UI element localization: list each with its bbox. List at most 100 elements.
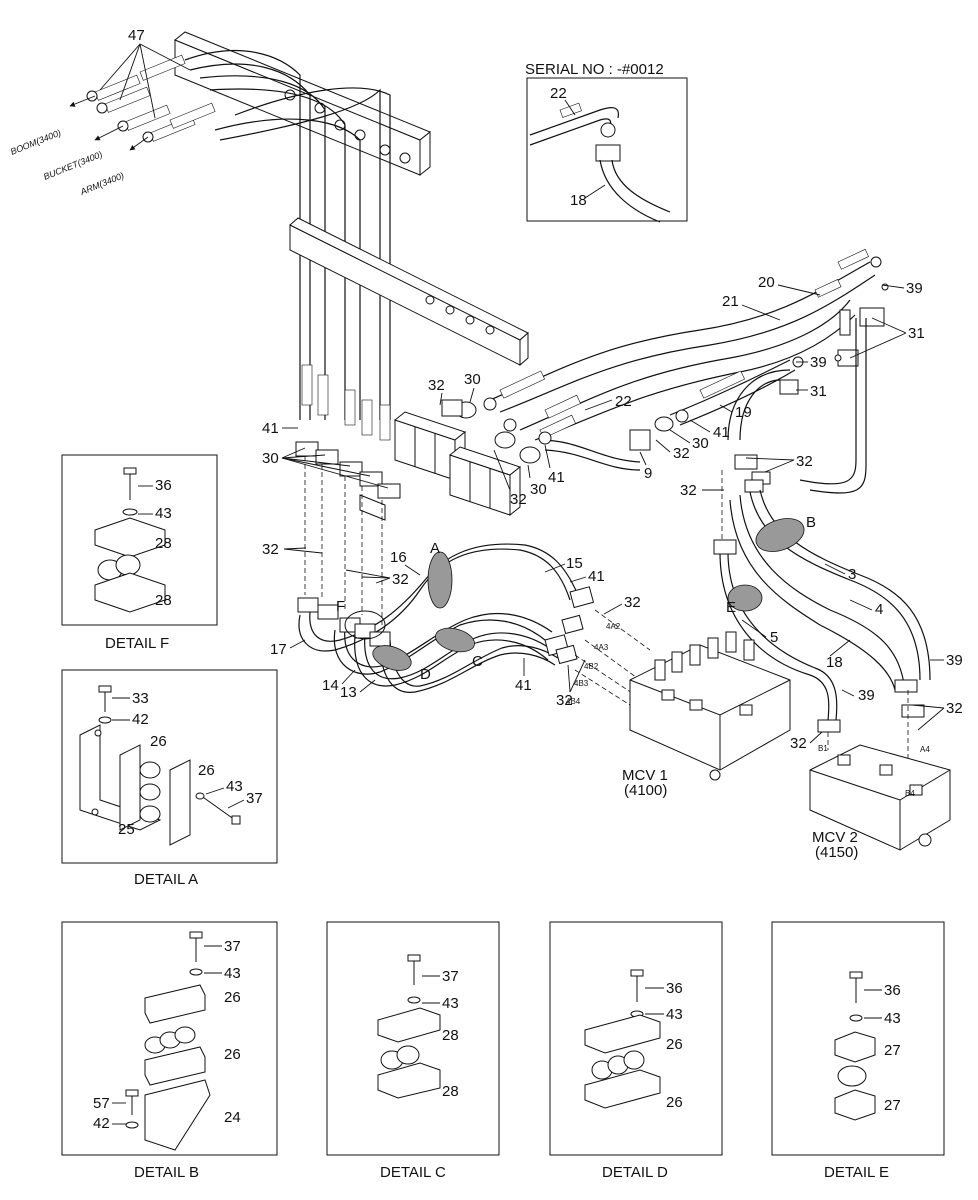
- detail-c-label-37: 37: [442, 968, 459, 985]
- detail-b: 37 43 26 26 57 42 24 DETAIL B: [61, 921, 278, 1181]
- boom-pipe-bundle: [86, 31, 529, 441]
- callout-41e: 41: [515, 677, 532, 694]
- port-B4: B4: [905, 789, 915, 798]
- detail-f-label-28a: 28: [155, 535, 172, 552]
- port-A4: A4: [920, 745, 930, 754]
- port-4B4: 4B4: [566, 697, 581, 706]
- valve-blocks: [295, 411, 909, 760]
- callout-32g: 32: [392, 571, 409, 588]
- callout-D: D: [420, 666, 431, 683]
- detail-a-label-25: 25: [118, 821, 135, 838]
- callout-15: 15: [566, 555, 583, 572]
- detail-e: 36 43 27 27 DETAIL E: [771, 921, 945, 1181]
- callout-B: B: [806, 514, 816, 531]
- main-pipes: [441, 248, 931, 733]
- detail-a-label-43: 43: [226, 778, 243, 795]
- output-boom: BOOM(3400): [9, 128, 62, 157]
- callout-4: 4: [875, 601, 883, 618]
- detail-a-label-37: 37: [246, 790, 263, 807]
- detail-f-caption: DETAIL F: [105, 635, 169, 652]
- detail-a-label-33: 33: [132, 690, 149, 707]
- callout-9: 9: [644, 465, 652, 482]
- callout-32f: 32: [262, 541, 279, 558]
- detail-a: 33 42 26 26 43 37 25 DETAIL A: [61, 669, 278, 888]
- callouts: 20 39 21 31 39 31 32 30 22 19 41 30 32 4…: [262, 274, 963, 752]
- detail-d: 36 43 26 26 DETAIL D: [549, 921, 723, 1181]
- callout-16: 16: [390, 549, 407, 566]
- detail-d-label-26b: 26: [666, 1094, 683, 1111]
- detail-c-label-28a: 28: [442, 1027, 459, 1044]
- detail-a-label-26b: 26: [198, 762, 215, 779]
- callout-32a: 32: [428, 377, 445, 394]
- detail-b-label-26b: 26: [224, 1046, 241, 1063]
- callout-41b: 41: [262, 420, 279, 437]
- callout-E: E: [726, 599, 736, 616]
- callout-3: 3: [848, 566, 856, 583]
- callout-32h: 32: [624, 594, 641, 611]
- callout-F: F: [336, 598, 345, 615]
- callout-19: 19: [735, 404, 752, 421]
- callout-39b: 39: [810, 354, 827, 371]
- callout-30c: 30: [262, 450, 279, 467]
- callout-17: 17: [270, 641, 287, 658]
- output-bucket: BUCKET(3400): [42, 149, 104, 182]
- detail-b-label-42: 42: [93, 1115, 110, 1132]
- detail-b-caption: DETAIL B: [134, 1164, 199, 1181]
- callout-30a: 30: [464, 371, 481, 388]
- detail-c: 37 43 28 28 DETAIL C: [326, 921, 500, 1181]
- callout-41a: 41: [713, 424, 730, 441]
- callout-22: 22: [615, 393, 632, 410]
- detail-e-label-27a: 27: [884, 1042, 901, 1059]
- callout-14: 14: [322, 677, 339, 694]
- port-4A2: 4A2: [606, 622, 621, 631]
- callout-32i: 32: [556, 692, 573, 709]
- callout-30d: 30: [530, 481, 547, 498]
- mcv1-code: (4100): [624, 782, 667, 799]
- port-4B3: 4B3: [574, 679, 589, 688]
- callout-5: 5: [770, 629, 778, 646]
- callout-30b: 30: [692, 435, 709, 452]
- detail-e-caption: DETAIL E: [824, 1164, 889, 1181]
- callout-C: C: [472, 653, 483, 670]
- callout-18: 18: [826, 654, 843, 671]
- detail-b-label-24: 24: [224, 1109, 241, 1126]
- callout-32d: 32: [680, 482, 697, 499]
- serial-label-18: 18: [570, 192, 587, 209]
- detail-c-label-28b: 28: [442, 1083, 459, 1100]
- detail-a-caption: DETAIL A: [134, 871, 198, 888]
- serial-label-22: 22: [550, 85, 567, 102]
- detail-a-label-42: 42: [132, 711, 149, 728]
- detail-b-label-26a: 26: [224, 989, 241, 1006]
- port-4A3: 4A3: [594, 643, 609, 652]
- detail-f-label-28b: 28: [155, 592, 172, 609]
- detail-f-label-43: 43: [155, 505, 172, 522]
- callout-32e: 32: [796, 453, 813, 470]
- mcv1-name: MCV 1: [622, 767, 668, 784]
- port-4B2: 4B2: [584, 662, 599, 671]
- callout-20: 20: [758, 274, 775, 291]
- detail-b-label-57: 57: [93, 1095, 110, 1112]
- detail-f: 36 43 28 28 DETAIL F: [61, 454, 218, 652]
- callout-32j: 32: [790, 735, 807, 752]
- mcv2-valve: MCV 2 (4150): [809, 744, 951, 861]
- callout-32c: 32: [510, 491, 527, 508]
- detail-c-label-43: 43: [442, 995, 459, 1012]
- callout-31b: 31: [810, 383, 827, 400]
- output-arm: ARM(3400): [78, 170, 125, 197]
- detail-a-label-26a: 26: [150, 733, 167, 750]
- detail-e-label-27b: 27: [884, 1097, 901, 1114]
- detail-e-label-36: 36: [884, 982, 901, 999]
- callout-31a: 31: [908, 325, 925, 342]
- detail-b-label-43: 43: [224, 965, 241, 982]
- detail-f-label-36: 36: [155, 477, 172, 494]
- detail-d-label-26a: 26: [666, 1036, 683, 1053]
- callout-39a: 39: [906, 280, 923, 297]
- callout-41d: 41: [588, 568, 605, 585]
- callout-39c: 39: [946, 652, 963, 669]
- detail-b-label-37: 37: [224, 938, 241, 955]
- detail-d-label-43: 43: [666, 1006, 683, 1023]
- detail-e-label-43: 43: [884, 1010, 901, 1027]
- serial-detail: SERIAL NO : -#0012 22 18: [525, 61, 688, 223]
- serial-title: SERIAL NO : -#0012: [525, 61, 664, 78]
